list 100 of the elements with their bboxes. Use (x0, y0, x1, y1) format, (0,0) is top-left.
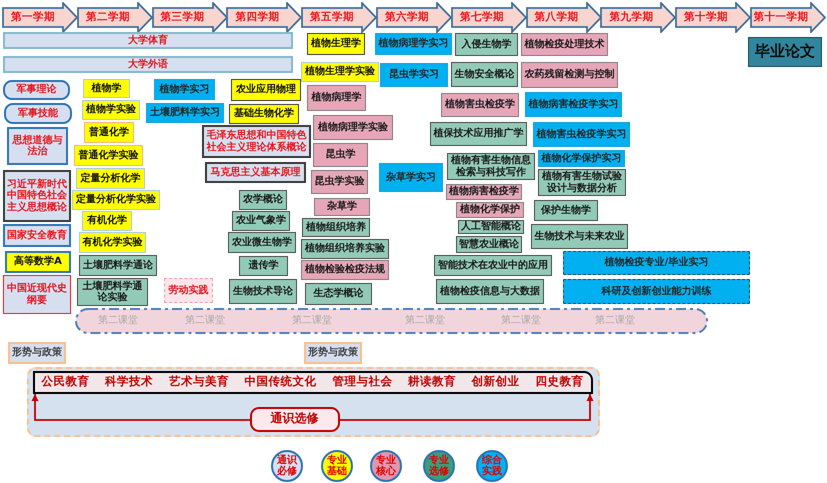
course-box (77, 278, 148, 306)
course-box (533, 122, 630, 147)
course-name: 农业应用物理 (236, 84, 296, 96)
course-box (313, 115, 393, 140)
course-name: 植物组织培养 (306, 222, 366, 234)
course-name: 植物检疫专业/毕业实习 (604, 257, 708, 269)
course-name: 生物技术与未来农业 (534, 230, 624, 242)
semester-banner (600, 2, 676, 33)
course-box (563, 251, 750, 275)
category-label: 管理与社会 (332, 375, 392, 389)
semester-label: 第九学期 (608, 11, 654, 24)
legend-label: 专业核心 (376, 455, 396, 477)
course-name: 入侵生物学 (462, 38, 512, 50)
semester-banner (226, 2, 302, 33)
semester-banner (750, 2, 826, 33)
legend-label: 专业基础 (327, 455, 347, 477)
category-label: 创新创业 (472, 375, 520, 389)
course-name: 保护生物学 (541, 204, 591, 216)
category-label: 耕读教育 (408, 375, 456, 389)
course-box (313, 143, 368, 167)
course-box (82, 100, 140, 120)
elective-panel (27, 367, 600, 437)
course-box (451, 62, 518, 87)
course-box (3, 275, 71, 314)
course-box (3, 170, 71, 222)
course-box (307, 33, 365, 55)
course-name: 大学体育 (128, 34, 168, 46)
course-box (302, 218, 370, 237)
course-name: 植物学实验 (86, 104, 136, 116)
course-name: 植保技术应用推广学 (434, 128, 524, 140)
band-label: 第二课堂 (500, 315, 542, 326)
course-name: 劳动实践 (168, 284, 208, 296)
course-box (7, 127, 68, 165)
course-box (202, 125, 311, 158)
semester-label: 第四学期 (234, 11, 280, 24)
course-name: 军事技能 (18, 108, 58, 120)
course-box (538, 150, 625, 167)
course-box (307, 85, 366, 111)
course-box (229, 104, 299, 124)
course-name: 植物学 (92, 82, 122, 94)
semester-label: 第七学期 (458, 11, 505, 24)
elective-tag-box (250, 406, 340, 432)
course-name: 思想道德与法治 (11, 134, 64, 158)
semester-banner (675, 2, 752, 33)
course-name: 杂草学 (327, 201, 357, 213)
course-name: 形势与政策 (12, 347, 62, 359)
course-box (375, 33, 452, 55)
course-name: 植物检验检疫法规 (305, 264, 385, 276)
course-name: 植物生理学实验 (305, 66, 375, 78)
course-box (8, 342, 66, 364)
course-box (525, 92, 622, 117)
course-name: 土壤肥料学实习 (150, 107, 220, 119)
course-name: 植物化学保护 (460, 204, 520, 216)
course-box (430, 122, 527, 146)
course-box (3, 32, 293, 49)
course-box (534, 200, 598, 221)
course-name: 植物病害检疫学实习 (528, 98, 618, 110)
course-box (79, 232, 146, 253)
course-name: 植物组织培养实验 (305, 243, 385, 255)
course-name: 植物检疫信息与大数据 (440, 286, 540, 298)
semester-banner (2, 2, 78, 33)
semester-banner (76, 2, 153, 33)
course-name: 植物化学保护实习 (542, 152, 622, 164)
legend-label: 通识必修 (277, 455, 297, 477)
course-name: 生物技术导论 (233, 286, 293, 298)
course-box (458, 220, 524, 234)
course-name: 习近平新时代中国特色社会主义思想概论 (6, 178, 68, 214)
course-box (154, 79, 215, 100)
course-box (3, 56, 293, 73)
semester-label: 第五学期 (309, 11, 356, 24)
semester-label: 第六学期 (384, 11, 430, 24)
course-name: 农学概论 (243, 194, 283, 206)
course-name: 植物有害生物试验设计与数据分析 (540, 171, 623, 194)
arrow (340, 394, 594, 421)
course-name: 植物病理学实习 (378, 38, 448, 50)
course-name: 植物生理学 (311, 38, 361, 50)
course-box (456, 202, 524, 218)
course-name: 农业气象学 (236, 215, 286, 227)
course-name: 生态学概论 (314, 288, 364, 300)
semester-banner (376, 2, 452, 33)
category-label: 中国传统文化 (244, 375, 317, 389)
course-name: 智能技术在农业中的应用 (438, 260, 548, 272)
course-name: 植物病害检疫学 (449, 186, 519, 198)
course-name: 定量分析化学实验 (76, 194, 156, 206)
thesis-box (748, 37, 822, 67)
course-name: 形势与政策 (308, 347, 358, 359)
course-name: 昆虫学实习 (389, 69, 439, 81)
course-box (531, 224, 628, 249)
course-box (3, 224, 71, 247)
course-name: 昆虫学实验 (314, 176, 364, 188)
course-box (205, 162, 306, 183)
arrow (32, 394, 250, 421)
course-box (311, 170, 368, 194)
legend-label: 综合实践 (482, 455, 502, 477)
course-name: 普通化学 (89, 126, 129, 138)
band-label: 第二课堂 (404, 315, 446, 326)
course-name: 普通化学实验 (78, 150, 138, 162)
semester-label: 第十一学期 (752, 11, 810, 24)
course-box (521, 62, 618, 88)
semester-banner (526, 2, 602, 33)
